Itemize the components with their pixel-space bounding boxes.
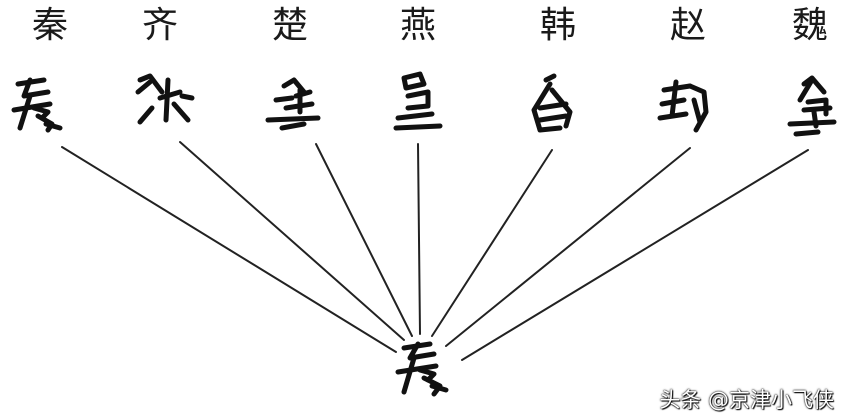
connector-line-han [431, 149, 553, 337]
watermark-text: 头条 @京津小飞侠 [659, 388, 834, 412]
connector-line-qi [179, 141, 405, 341]
connector-line-zhao [445, 147, 691, 347]
state-label-han: 韩 [539, 5, 576, 46]
state-label-qi: 齐 [141, 5, 178, 46]
state-label-zhao: 赵 [669, 5, 706, 46]
seal-glyph-chu [265, 77, 321, 131]
seal-glyph-yan [393, 71, 443, 131]
unified-seal-glyph [395, 341, 449, 397]
seal-glyph-qin [11, 77, 63, 133]
state-label-qin: 秦 [31, 5, 68, 46]
connector-line-qin [61, 146, 397, 353]
connector-line-wei [461, 149, 809, 361]
state-label-yan: 燕 [399, 5, 436, 46]
seal-glyph-han [531, 73, 573, 133]
seal-glyph-wei [787, 75, 837, 137]
state-label-chu: 楚 [271, 5, 308, 46]
state-label-wei: 魏 [791, 5, 828, 46]
connector-line-yan [417, 143, 421, 335]
connector-line-chu [315, 143, 413, 337]
seal-glyph-zhao [657, 79, 709, 133]
seal-glyph-qi [135, 73, 195, 125]
